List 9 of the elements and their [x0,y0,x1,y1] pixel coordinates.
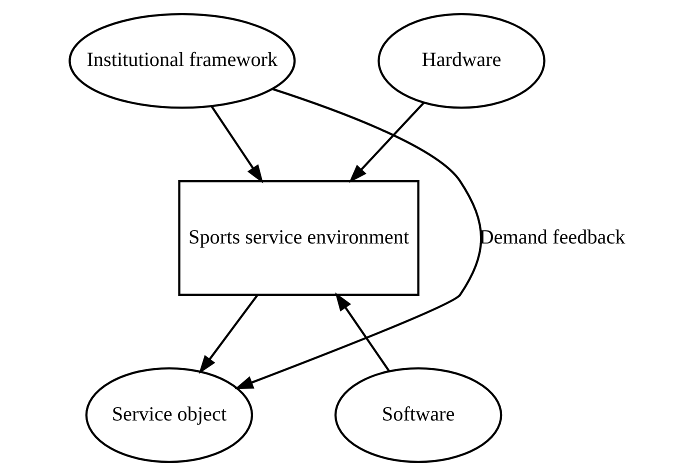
node-ellipse: Hardware [378,13,546,109]
node-ellipse: Software [334,367,502,463]
arrow [234,88,482,390]
arrow [198,294,258,374]
arrow [210,106,264,184]
arrow [335,292,390,372]
node-ellipse: Institutional framework [68,13,296,109]
arrow [348,102,425,183]
node-box: Sports service environment [178,180,420,296]
